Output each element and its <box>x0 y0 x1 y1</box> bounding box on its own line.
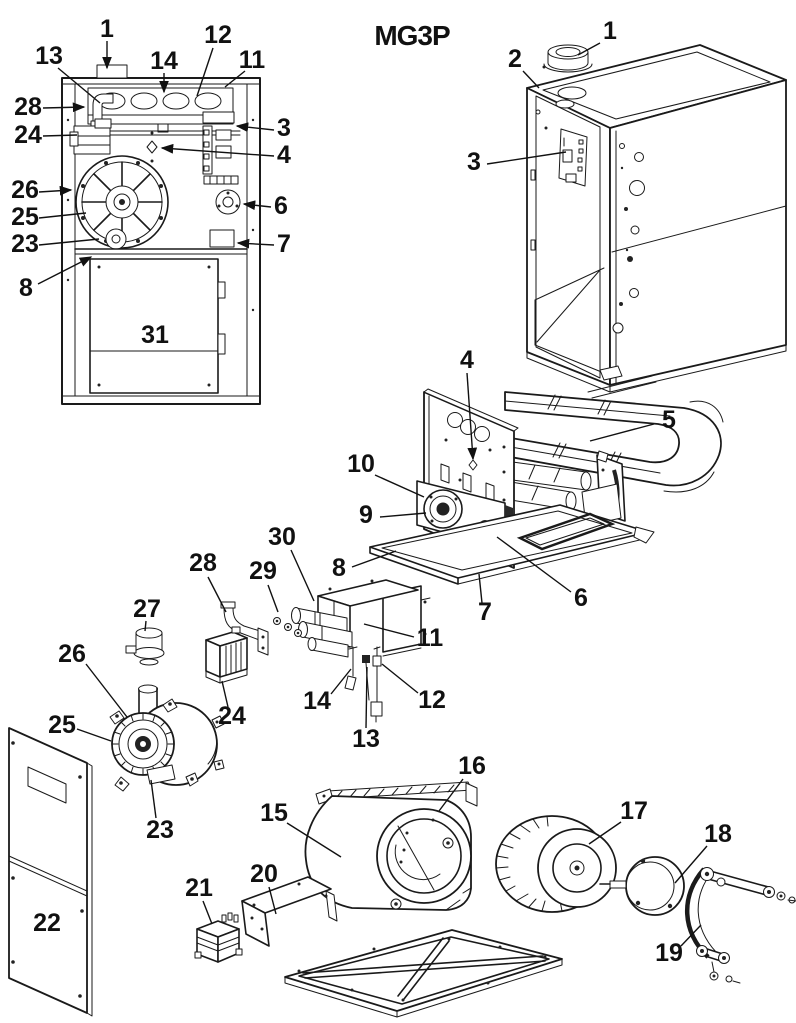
cabinet-callouts: 1 2 3 <box>467 17 617 176</box>
blower-assembly <box>8 727 796 1018</box>
heat-exchanger-callouts: 4 5 10 9 8 11 6 7 30 29 14 12 13 <box>249 346 676 753</box>
pressure-tap-front <box>215 189 241 215</box>
furnace-front-view <box>61 64 261 405</box>
callout-hx-10: 10 <box>347 450 375 478</box>
callout-cab-3: 3 <box>467 148 481 176</box>
callout-14: 14 <box>150 47 178 75</box>
sensor-rod <box>370 646 383 723</box>
blower-door-front <box>89 258 226 394</box>
callout-22: 22 <box>33 909 61 937</box>
control-board-front <box>202 111 239 185</box>
base-pan-hx <box>369 504 655 585</box>
callout-7: 7 <box>277 230 291 258</box>
callout-ig-23: 23 <box>146 816 174 844</box>
callout-hx-29: 29 <box>249 557 277 585</box>
callout-11: 11 <box>239 46 266 74</box>
base-pan <box>284 929 563 1018</box>
callout-20: 20 <box>250 860 278 888</box>
blower-wheel <box>495 815 617 913</box>
callout-cab-2: 2 <box>508 45 522 73</box>
callout-hx-12: 12 <box>418 686 446 714</box>
callout-6: 6 <box>274 192 288 220</box>
callout-1: 1 <box>100 15 114 43</box>
transformer <box>194 912 243 963</box>
blower-group-callouts: 15 16 17 18 19 20 21 22 <box>33 752 732 967</box>
callout-hx-14: 14 <box>303 687 331 715</box>
callout-3: 3 <box>277 114 291 142</box>
callout-cab-1: 1 <box>603 17 617 45</box>
callout-hx-7: 7 <box>478 598 492 626</box>
callout-16: 16 <box>458 752 486 780</box>
callout-15: 15 <box>260 799 288 827</box>
cabinet-view <box>526 44 787 393</box>
callout-12: 12 <box>204 21 232 49</box>
callout-ig-26: 26 <box>58 640 86 668</box>
grommets <box>273 617 302 637</box>
pressure-switch <box>125 627 165 666</box>
callout-27: 27 <box>133 595 161 623</box>
front-view-callouts: 1 13 14 12 11 28 24 3 4 26 25 23 6 7 8 3… <box>11 15 291 349</box>
callout-ig-24: 24 <box>218 702 246 730</box>
callout-21: 21 <box>185 874 213 902</box>
callout-25: 25 <box>11 203 39 231</box>
igniter <box>344 646 358 691</box>
callout-ig-25: 25 <box>48 711 76 739</box>
callout-18: 18 <box>704 820 732 848</box>
inducer-exploded-group <box>109 601 269 792</box>
inducer-motor-front <box>105 228 127 250</box>
callout-ig-28: 28 <box>189 549 217 577</box>
callout-hx-4: 4 <box>460 346 474 374</box>
support-bracket <box>241 876 338 947</box>
burner-manifold <box>87 87 234 133</box>
inducer-front <box>75 155 169 249</box>
inducer-group-callouts: 27 28 24 26 25 23 <box>48 549 246 844</box>
callout-23: 23 <box>11 230 39 258</box>
inducer-assembly <box>109 684 225 792</box>
door-panel <box>8 727 93 1017</box>
callout-hx-9: 9 <box>359 501 373 529</box>
vent-stub <box>96 64 128 79</box>
blower-housing <box>304 781 478 911</box>
heat-exchanger-assembly <box>369 365 724 585</box>
callout-24: 24 <box>14 121 42 149</box>
callout-19: 19 <box>655 939 683 967</box>
callout-17: 17 <box>620 797 648 825</box>
callout-hx-30: 30 <box>268 523 296 551</box>
motor-mount <box>684 867 796 984</box>
callout-26: 26 <box>11 176 39 204</box>
callout-13: 13 <box>35 42 63 70</box>
callout-hx-5: 5 <box>662 406 676 434</box>
control-board-cabinet <box>558 128 588 187</box>
callout-hx-13: 13 <box>352 725 380 753</box>
junction-box-front <box>209 229 235 248</box>
callout-4: 4 <box>277 141 291 169</box>
callout-28: 28 <box>14 93 42 121</box>
burner-assembly <box>273 579 431 723</box>
callout-31: 31 <box>141 321 169 349</box>
blower-motor <box>599 856 685 916</box>
callout-hx-6: 6 <box>574 584 588 612</box>
flue-collar <box>542 44 593 73</box>
callout-hx-8: 8 <box>332 554 346 582</box>
limit-switch-front <box>146 131 158 163</box>
callout-8: 8 <box>19 274 33 302</box>
callout-hx-11: 11 <box>417 624 444 652</box>
diagram-title: MG3P <box>374 20 450 51</box>
gas-valve-front <box>69 118 112 155</box>
burner-tubes <box>291 607 353 658</box>
gas-valve <box>205 626 248 684</box>
